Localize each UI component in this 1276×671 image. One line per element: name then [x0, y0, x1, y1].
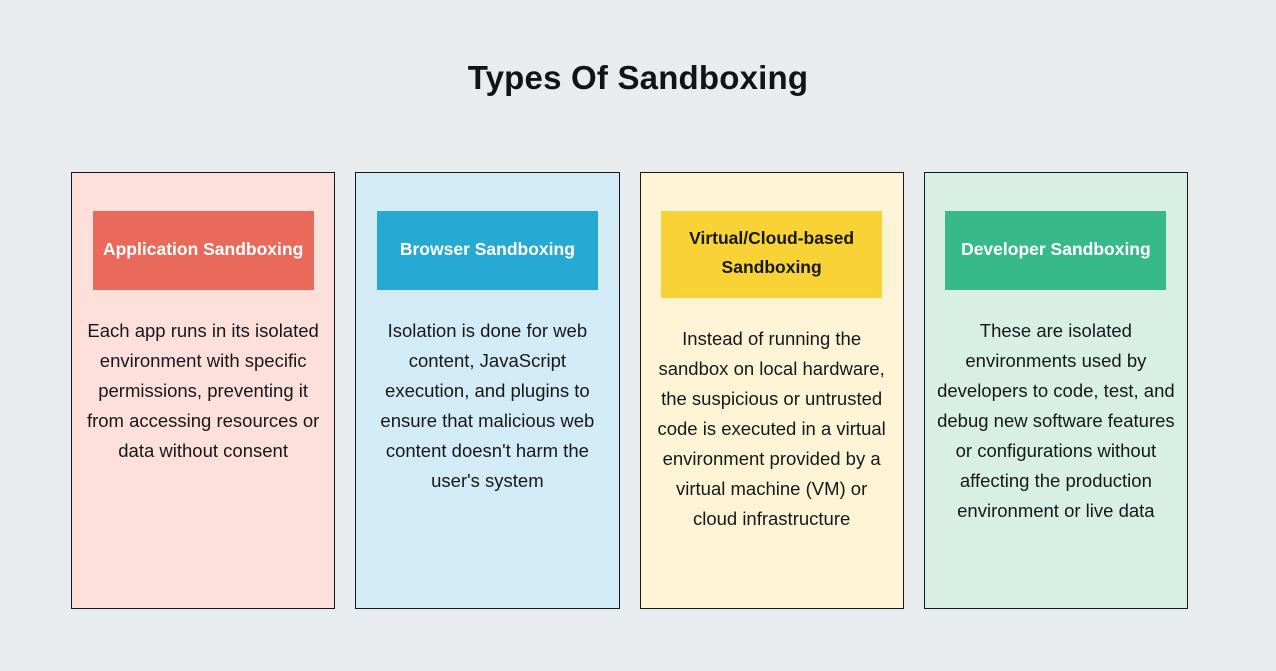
sandboxing-types-card-row: Application Sandboxing Each app runs in …: [71, 172, 1188, 609]
card-header-developer-sandboxing: Developer Sandboxing: [945, 211, 1167, 290]
card-header-browser-sandboxing: Browser Sandboxing: [376, 211, 598, 290]
card-body-application-sandboxing: Each app runs in its isolated environmen…: [86, 320, 320, 461]
card-application-sandboxing: Application Sandboxing Each app runs in …: [71, 172, 336, 609]
page-title: Types Of Sandboxing: [467, 59, 809, 96]
card-body-browser-sandboxing: Isolation is done for web content, JavaS…: [380, 320, 595, 491]
card-virtual-cloud-based-sandboxing: Virtual/Cloud-based Sandboxing Instead o…: [639, 172, 904, 609]
card-developer-sandboxing: Developer Sandboxing These are isolated …: [923, 172, 1188, 609]
card-header-application-sandboxing: Application Sandboxing: [92, 211, 314, 290]
card-browser-sandboxing: Browser Sandboxing Isolation is done for…: [355, 172, 620, 609]
card-header-virtual-cloud-based-sandboxing: Virtual/Cloud-based Sandboxing: [661, 211, 883, 298]
card-body-virtual-cloud-based-sandboxing: Instead of running the sandbox on local …: [657, 327, 886, 529]
card-body-developer-sandboxing: These are isolated environments used by …: [937, 320, 1175, 521]
